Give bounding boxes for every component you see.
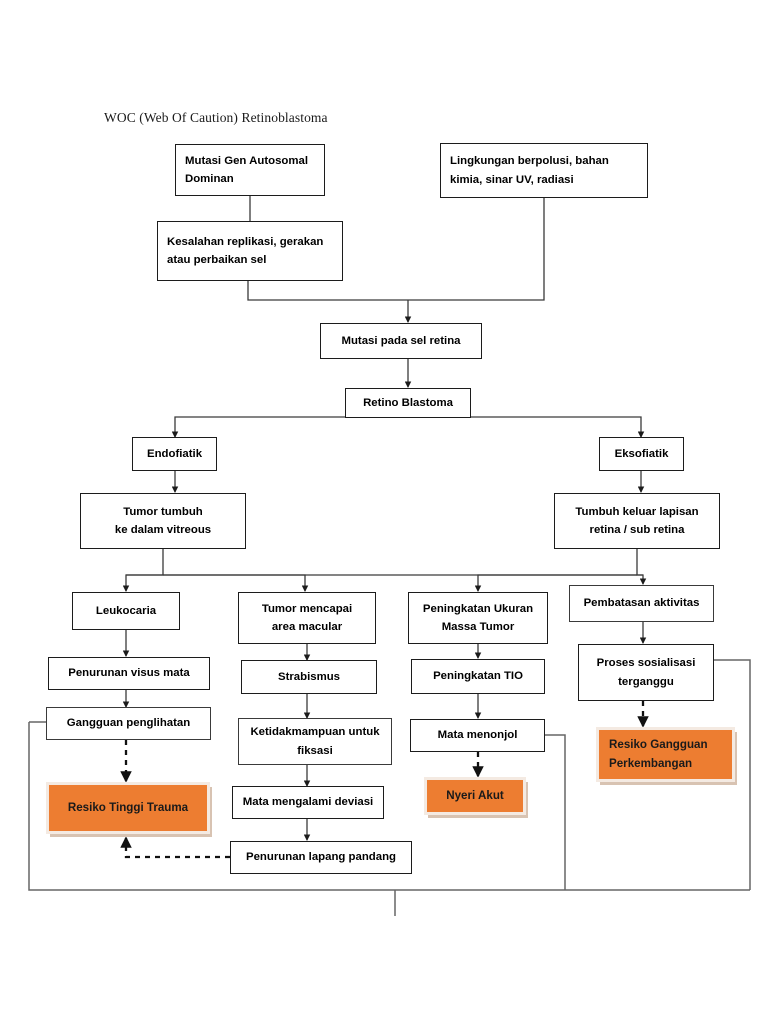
node-proses-sosialisasi-terganggu: Proses sosialisasi terganggu: [578, 644, 714, 701]
node-pembatasan-aktivitas: Pembatasan aktivitas: [569, 585, 714, 622]
node-kesalahan-replikasi: Kesalahan replikasi, gerakan atau perbai…: [157, 221, 343, 281]
node-tumor-mencapai-area-macular: Tumor mencapai area macular: [238, 592, 376, 644]
node-tumor-tumbuh-ke-dalam-vitreous: Tumor tumbuh ke dalam vitreous: [80, 493, 246, 549]
node-mata-mengalami-deviasi: Mata mengalami deviasi: [232, 786, 384, 819]
diagnosis-nyeri-akut: Nyeri Akut: [424, 777, 526, 815]
node-penurunan-visus-mata: Penurunan visus mata: [48, 657, 210, 690]
node-tumbuh-keluar-lapisan-retina: Tumbuh keluar lapisan retina / sub retin…: [554, 493, 720, 549]
node-mutasi-gen-autosomal-dominan: Mutasi Gen Autosomal Dominan: [175, 144, 325, 196]
node-ketidakmampuan-untuk-fiksasi: Ketidakmampuan untuk fiksasi: [238, 718, 392, 765]
diagnosis-resiko-tinggi-trauma: Resiko Tinggi Trauma: [46, 782, 210, 834]
node-gangguan-penglihatan: Gangguan penglihatan: [46, 707, 211, 740]
node-retino-blastoma: Retino Blastoma: [345, 388, 471, 418]
node-mutasi-pada-sel-retina: Mutasi pada sel retina: [320, 323, 482, 359]
node-eksofiatik: Eksofiatik: [599, 437, 684, 471]
node-lingkungan-berpolusi: Lingkungan berpolusi, bahan kimia, sinar…: [440, 143, 648, 198]
node-endofiatik: Endofiatik: [132, 437, 217, 471]
page-title: WOC (Web Of Caution) Retinoblastoma: [104, 110, 328, 125]
node-peningkatan-ukuran-massa-tumor: Peningkatan Ukuran Massa Tumor: [408, 592, 548, 644]
node-strabismus: Strabismus: [241, 660, 377, 694]
node-peningkatan-tio: Peningkatan TIO: [411, 659, 545, 694]
diagnosis-resiko-gangguan-perkembangan: Resiko Gangguan Perkembangan: [596, 727, 735, 782]
node-mata-menonjol: Mata menonjol: [410, 719, 545, 752]
node-penurunan-lapang-pandang: Penurunan lapang pandang: [230, 841, 412, 874]
node-leukocaria: Leukocaria: [72, 592, 180, 630]
